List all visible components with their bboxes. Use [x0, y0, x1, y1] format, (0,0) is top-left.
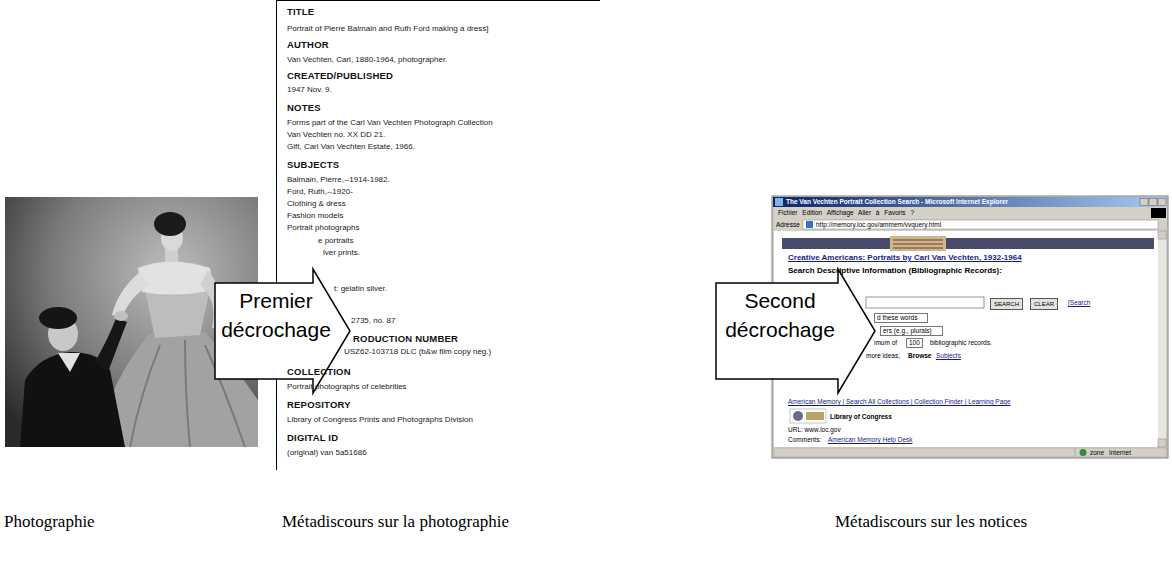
- field-value: Van Vechten, Carl, 1880-1964, photograph…: [287, 55, 447, 65]
- form-heading: Search Descriptive Information (Bibliogr…: [788, 266, 1002, 276]
- field-value: 2735, no. 87: [351, 316, 395, 326]
- field-value: Gift, Carl Van Vechten Estate, 1966.: [287, 142, 415, 152]
- bold-text: Browse: [908, 352, 931, 360]
- field-value: Clothing & dress: [287, 199, 346, 209]
- field-heading: NOTES: [287, 102, 321, 113]
- link-text: American Memory | Search All Collections…: [788, 398, 1011, 406]
- field-value: Forms part of the Carl Van Vechten Photo…: [287, 118, 493, 128]
- menu-text: Adresse: [776, 221, 800, 229]
- caption: Métadiscours sur la photographie: [282, 512, 509, 532]
- menu-text: zone Internet: [1090, 449, 1131, 457]
- window-title: The Van Vechten Portrait Collection Sear…: [786, 198, 1008, 206]
- record-sheet: [276, 0, 600, 470]
- form-text: imum of: [874, 339, 897, 347]
- link-text: [Search: [1068, 299, 1090, 307]
- arrow-label: Premier décrochage: [216, 286, 336, 344]
- field-heading: DIGITAL ID: [287, 432, 338, 443]
- block-arrow: [215, 269, 350, 393]
- form-text: Comments:: [788, 436, 821, 444]
- field-heading: REPOSITORY: [287, 399, 351, 410]
- input-value: 100: [906, 338, 923, 348]
- field-value: Fashion models: [287, 211, 343, 221]
- field-value: Library of Congress Prints and Photograp…: [287, 415, 473, 425]
- record-panel: TITLE Portrait of Pierre Balmain and Ruth…: [276, 0, 606, 470]
- select-option: ers (e.g., plurals): [880, 326, 943, 336]
- field-value: Portrait photographs: [287, 223, 360, 233]
- form-text: more ideas,: [866, 352, 900, 360]
- field-heading: AUTHOR: [287, 39, 329, 50]
- field-value: Portrait of Pierre Balmain and Ruth Ford…: [287, 24, 488, 34]
- page-heading-link: Creative Americans: Portraits by Carl Va…: [788, 253, 1022, 263]
- field-value: Portrait photographs of celebrities: [287, 382, 407, 392]
- select-option: d these words: [874, 313, 928, 323]
- field-value: Van Vechten no. XX DD 21.: [287, 130, 385, 140]
- field-value: 1947 Nov. 9.: [287, 85, 332, 95]
- photo-panel: Photographie: [5, 197, 258, 447]
- caption: Métadiscours sur les notices: [835, 512, 1027, 532]
- link-text: American Memory Help Desk: [828, 436, 913, 444]
- field-heading: RODUCTION NUMBER: [353, 333, 458, 344]
- field-heading: CREATED/PUBLISHED: [287, 70, 393, 81]
- form-text: bibliographic records.: [930, 339, 992, 347]
- field-value: (original) van 5a51686: [287, 448, 367, 458]
- link-text: Subjects: [936, 352, 961, 360]
- field-heading: SUBJECTS: [287, 159, 339, 170]
- field-value: t: gelatin silver.: [334, 284, 387, 294]
- field-heading: TITLE: [287, 6, 314, 17]
- form-button: SEARCH: [990, 298, 1023, 310]
- caption: Photographie: [4, 512, 95, 532]
- field-value: e portraits: [318, 236, 354, 246]
- menu-text: Fichier Edition Affichage Aller à Favori…: [778, 209, 914, 217]
- arrow-label: Second décrochage: [720, 286, 840, 344]
- field-value: lver prints.: [323, 248, 360, 258]
- field-value: Balmain, Pierre,--1914-1982.: [287, 175, 390, 185]
- form-text: URL: www.loc.gov: [788, 426, 841, 434]
- block-arrow: [716, 269, 875, 393]
- menu-text: http://memory.loc.gov/ammem/vvquery.html: [816, 221, 941, 229]
- form-button: CLEAR: [1030, 298, 1058, 310]
- field-value: USZ62-103718 DLC (b&w film copy neg.): [344, 347, 491, 357]
- field-value: Ford, Ruth,--1920-: [287, 187, 353, 197]
- field-heading: COLLECTION: [287, 366, 351, 377]
- bold-text: Library of Congress: [830, 413, 892, 421]
